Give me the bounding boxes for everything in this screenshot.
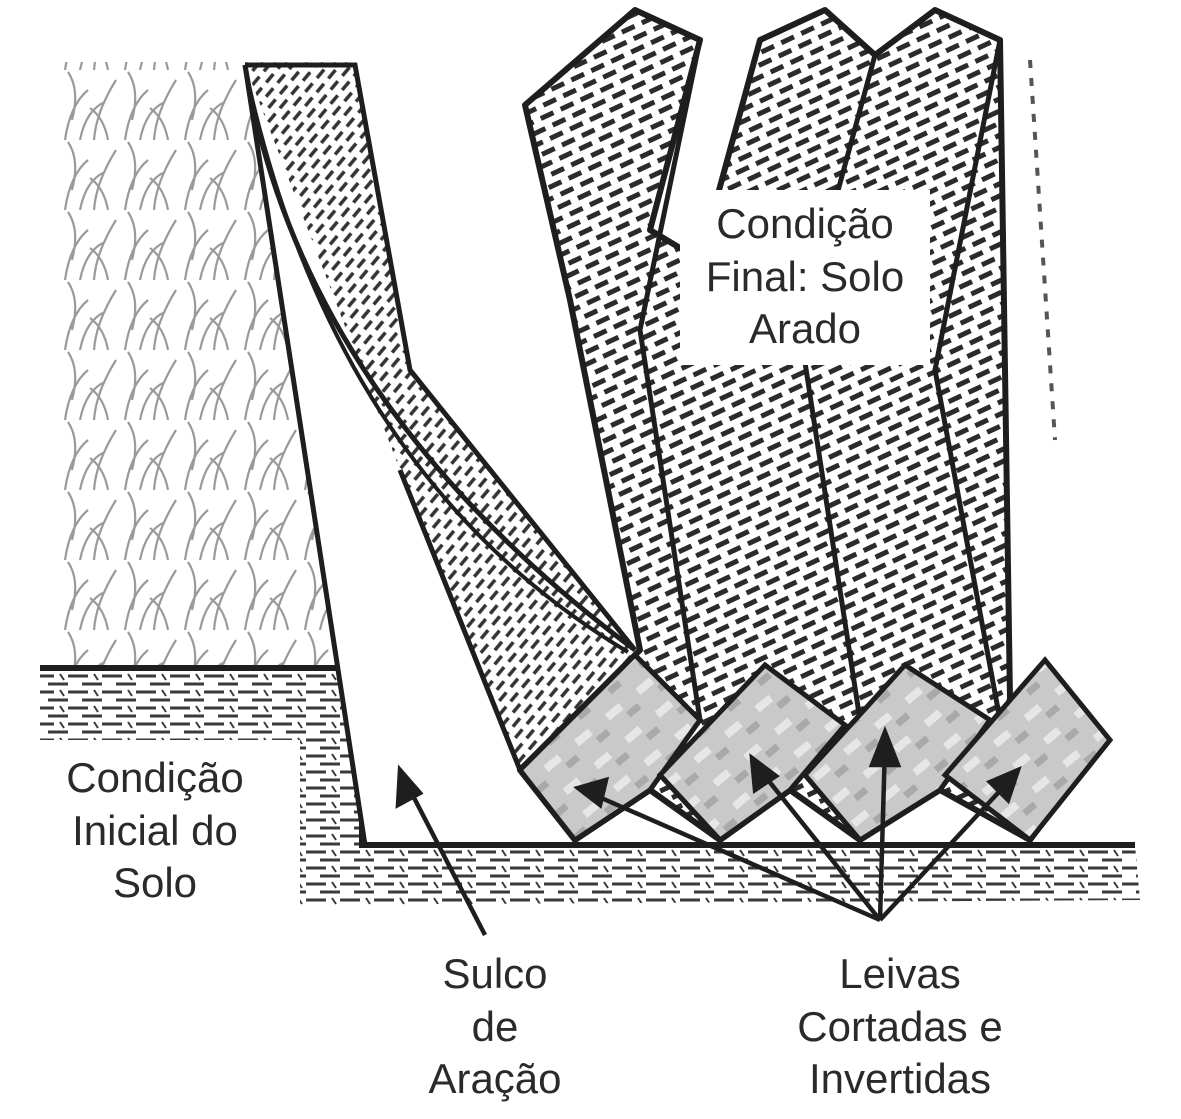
slices-label-line-1: Leivas: [839, 950, 961, 997]
furrow-label-line-2: de: [471, 1002, 519, 1050]
final-label-line-2: Final: Solo: [705, 252, 905, 300]
slices-label-line-2: Cortadas e: [797, 1002, 1003, 1050]
arrows: [395, 725, 1022, 937]
initial-label-line-1: Condição: [66, 754, 244, 801]
slices-label: Leivas Cortadas e Invertidas: [755, 948, 1045, 1106]
slice-arrowhead-3: [868, 725, 902, 768]
furrow-arrowhead: [395, 764, 424, 809]
final-condition-label: Condição Final: Solo Arado: [670, 198, 940, 356]
slice-arrow-4: [878, 778, 1012, 922]
slice-arrow-1: [589, 790, 881, 923]
turning-slice: [242, 62, 700, 771]
furrow-label-line-1: Sulco: [442, 950, 548, 997]
slice-arrowhead-2: [749, 753, 780, 794]
initial-label-line-3: Solo: [112, 859, 198, 906]
slices-label-line-3: Invertidas: [808, 1055, 992, 1102]
final-label-line-1: Condição: [716, 200, 894, 247]
furrow-label: Sulco de Aração: [395, 948, 595, 1106]
furrow-label-line-3: Aração: [428, 1055, 562, 1102]
slice-arrow-2: [758, 768, 882, 922]
furrow-arrow: [408, 788, 487, 937]
initial-label-line-2: Inicial do: [72, 806, 238, 854]
initial-condition-label: Condição Inicial do Solo: [30, 752, 280, 910]
final-label-line-3: Arado: [748, 305, 862, 352]
slice-arrowhead-4: [986, 765, 1022, 805]
slice-cut-faces: [516, 651, 1114, 844]
slice-arrowhead-1: [573, 776, 610, 809]
final-label-bg: [680, 190, 930, 365]
slice-arrow-3: [877, 744, 888, 921]
